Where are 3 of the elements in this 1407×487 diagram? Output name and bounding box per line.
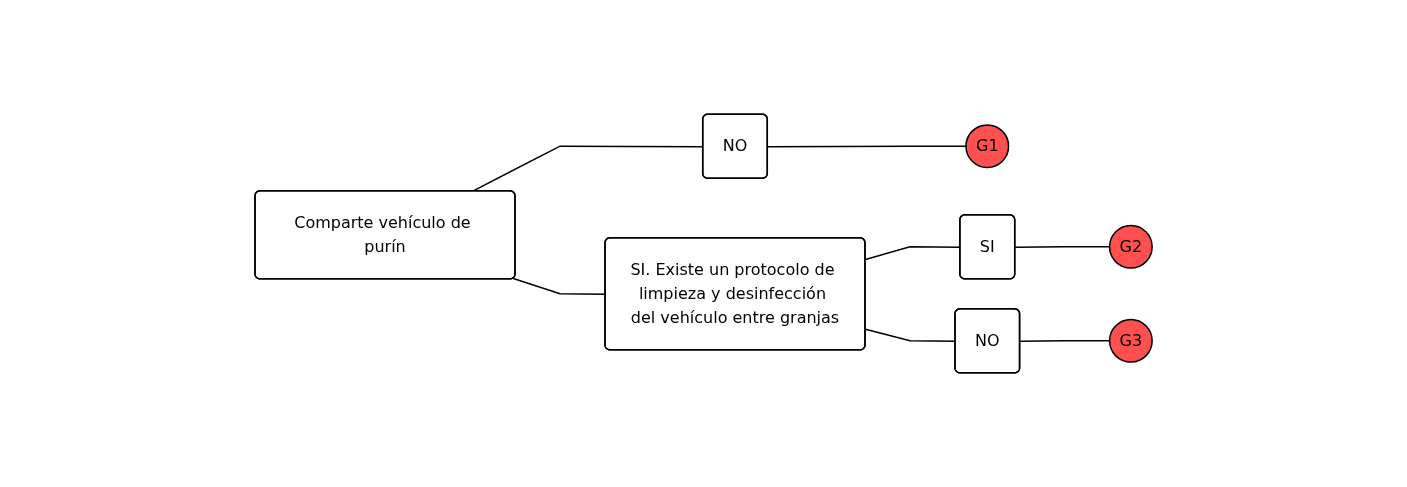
node-circle: G2 xyxy=(1108,224,1153,269)
node-circle: G3 xyxy=(1108,318,1153,363)
node-circle: G1 xyxy=(965,124,1010,169)
